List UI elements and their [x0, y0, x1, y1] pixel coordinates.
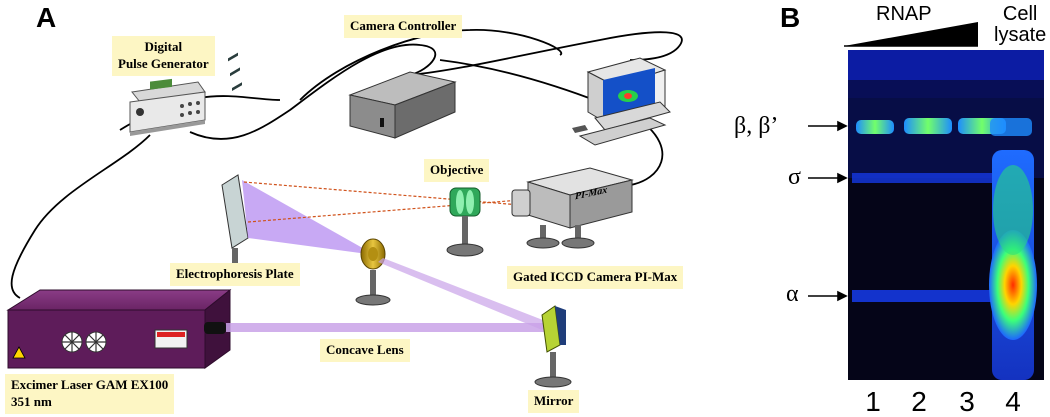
laser-label-line1: Excimer Laser GAM EX100	[11, 377, 169, 392]
cell-lysate-header-line1: Cell	[1002, 3, 1038, 25]
rnap-header: RNAP	[876, 3, 932, 25]
band-label-beta: β, β’	[734, 113, 779, 139]
objective-device	[446, 187, 484, 257]
rnap-gradient-wedge	[844, 22, 978, 46]
lane-2-band-beta	[904, 118, 952, 134]
pulse-generator-label: Digital Pulse Generator	[112, 36, 215, 76]
lane-number-4: 4	[1005, 386, 1021, 417]
cell-lysate-header: Cell lysate	[994, 4, 1046, 46]
lane-4-band-beta	[990, 118, 1032, 136]
electrophoresis-plate-label: Electrophoresis Plate	[170, 263, 300, 286]
band-label-sigma: σ	[788, 164, 801, 190]
gel-panel	[808, 22, 1044, 380]
laser-label-line2: 351 nm	[11, 393, 52, 409]
lane-4-lysate-hotspot	[989, 230, 1037, 340]
panel-a-letter: A	[36, 2, 57, 33]
alpha-band	[852, 290, 992, 302]
pulse-generator-label-line2: Pulse Generator	[118, 55, 209, 71]
lane-number-2: 2	[911, 386, 927, 417]
camera-controller-label: Camera Controller	[344, 15, 463, 38]
reflected-beam	[378, 258, 548, 330]
objective-label: Objective	[424, 159, 490, 182]
lane-number-3: 3	[959, 386, 975, 417]
mirror-label: Mirror	[528, 390, 580, 413]
pulse-generator-device	[129, 78, 206, 136]
lane-1-band-beta	[856, 120, 894, 134]
pulse-generator-label-line1: Digital	[144, 39, 183, 54]
sigma-band	[852, 173, 992, 183]
camera-controller-device	[348, 71, 457, 139]
lane-number-1: 1	[865, 386, 881, 417]
computer-device	[572, 57, 671, 146]
camera-label: Gated ICCD Camera PI-Max	[507, 266, 684, 289]
panel-b-letter: B	[780, 2, 801, 33]
band-label-alpha: α	[786, 281, 799, 307]
band-arrows	[808, 120, 848, 302]
iccd-camera-device	[511, 167, 634, 249]
laser-label: Excimer Laser GAM EX100 351 nm	[5, 374, 175, 414]
laser-beam	[226, 323, 546, 332]
mirror-device	[534, 305, 572, 388]
concave-lens-label: Concave Lens	[320, 339, 410, 362]
cell-lysate-header-line2: lysate	[994, 24, 1047, 46]
electrophoresis-plate-device	[214, 52, 256, 277]
excimer-laser-device	[6, 288, 232, 369]
